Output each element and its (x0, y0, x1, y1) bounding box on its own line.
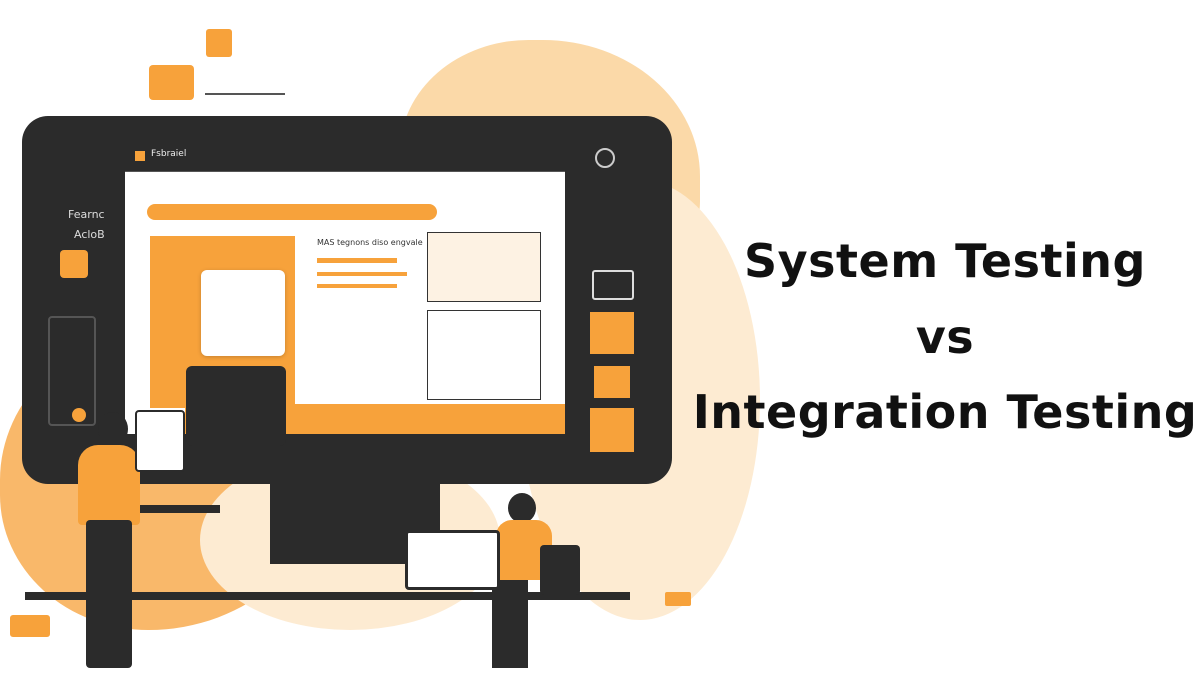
text-line (317, 284, 397, 288)
person-standing-body (78, 445, 140, 525)
text-line (317, 258, 397, 263)
laptop-left (186, 366, 286, 446)
section-heading: MAS tegnons diso engvale (317, 238, 423, 247)
side-label: Fearnc (68, 208, 105, 221)
menu-icon (60, 250, 88, 278)
text-line (317, 272, 407, 276)
screen: MAS tegnons diso engvale (125, 172, 565, 434)
lock-icon (592, 270, 634, 300)
list-icon (590, 408, 634, 452)
headline-line-3: Integration Testing (692, 385, 1198, 439)
person-sitting-legs (492, 580, 528, 668)
tablet (135, 410, 185, 472)
app-logo-icon (135, 151, 145, 161)
floating-card-icon (149, 65, 194, 100)
floating-doc-icon (206, 29, 232, 57)
side-label: AcloB (74, 228, 105, 241)
person-sitting-head (508, 493, 536, 523)
square-icon (590, 312, 634, 354)
image-card (427, 310, 541, 400)
desk (25, 592, 630, 600)
side-panel (48, 316, 96, 426)
image-card (427, 232, 541, 302)
headline-line-2: vs (915, 310, 975, 364)
chart-icon (594, 366, 630, 398)
power-icon (595, 148, 615, 168)
card (201, 270, 285, 356)
person-standing-legs (86, 520, 132, 668)
headline-line-1: System Testing (744, 234, 1146, 288)
laptop-right (405, 530, 500, 590)
side-dot (72, 408, 86, 422)
desk-left (140, 505, 220, 513)
person-standing-head (98, 412, 128, 446)
app-logo-text: Fsbraiel (151, 149, 187, 159)
search-bar[interactable] (147, 204, 437, 220)
small-card (665, 592, 691, 606)
small-card (10, 615, 50, 637)
chair (540, 545, 580, 595)
divider (205, 93, 285, 95)
screen-topbar: Fsbraiel (125, 140, 565, 172)
